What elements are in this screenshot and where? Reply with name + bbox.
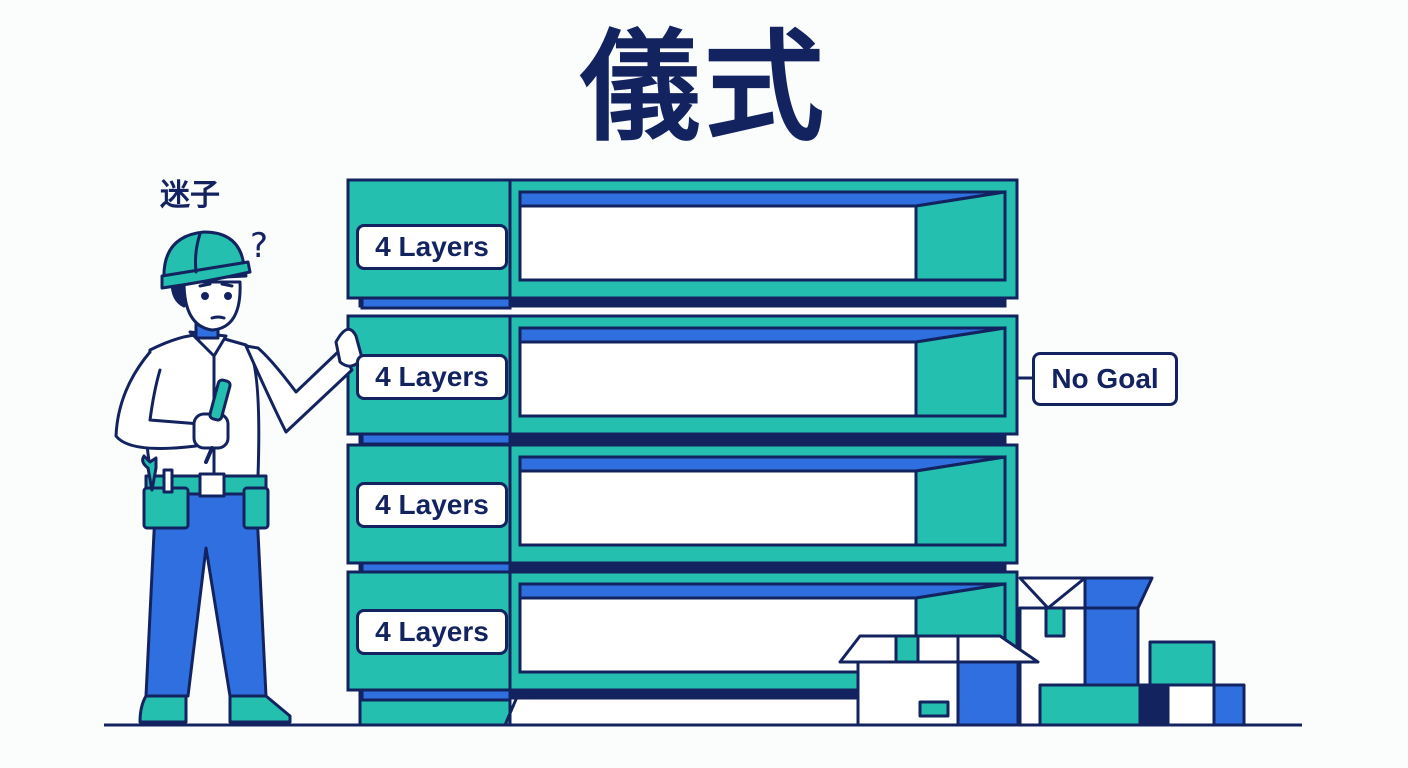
question-mark-icon: ? xyxy=(250,226,269,266)
worker-shoe-left xyxy=(138,694,188,724)
teal-box-large xyxy=(1038,683,1142,727)
post-strip-4 xyxy=(360,688,512,702)
worker-face xyxy=(182,280,242,332)
page-title: 儀式 xyxy=(580,19,828,158)
worker-label: 迷子 xyxy=(160,178,220,213)
worker-arm-left xyxy=(114,350,202,450)
worker-arm-right xyxy=(244,344,354,434)
post-strip-2 xyxy=(360,432,512,446)
layer-label-3: 4 Layers xyxy=(356,482,508,528)
teal-box-top xyxy=(1148,640,1216,687)
shelf-side-2 xyxy=(914,326,1007,418)
layer-label-1: 4 Layers xyxy=(356,224,508,270)
worker-shoe-right xyxy=(228,694,292,724)
no-goal-callout: No Goal xyxy=(1032,352,1178,406)
shelf-side-1 xyxy=(914,190,1007,282)
layer-label-2: 4 Layers xyxy=(356,354,508,400)
worker-shirt xyxy=(143,333,261,480)
worker-figure xyxy=(114,230,364,724)
post-strip-1 xyxy=(360,296,512,310)
boxes xyxy=(838,576,1246,727)
layer-label-4: 4 Layers xyxy=(356,609,508,655)
shelf-side-3 xyxy=(914,455,1007,547)
